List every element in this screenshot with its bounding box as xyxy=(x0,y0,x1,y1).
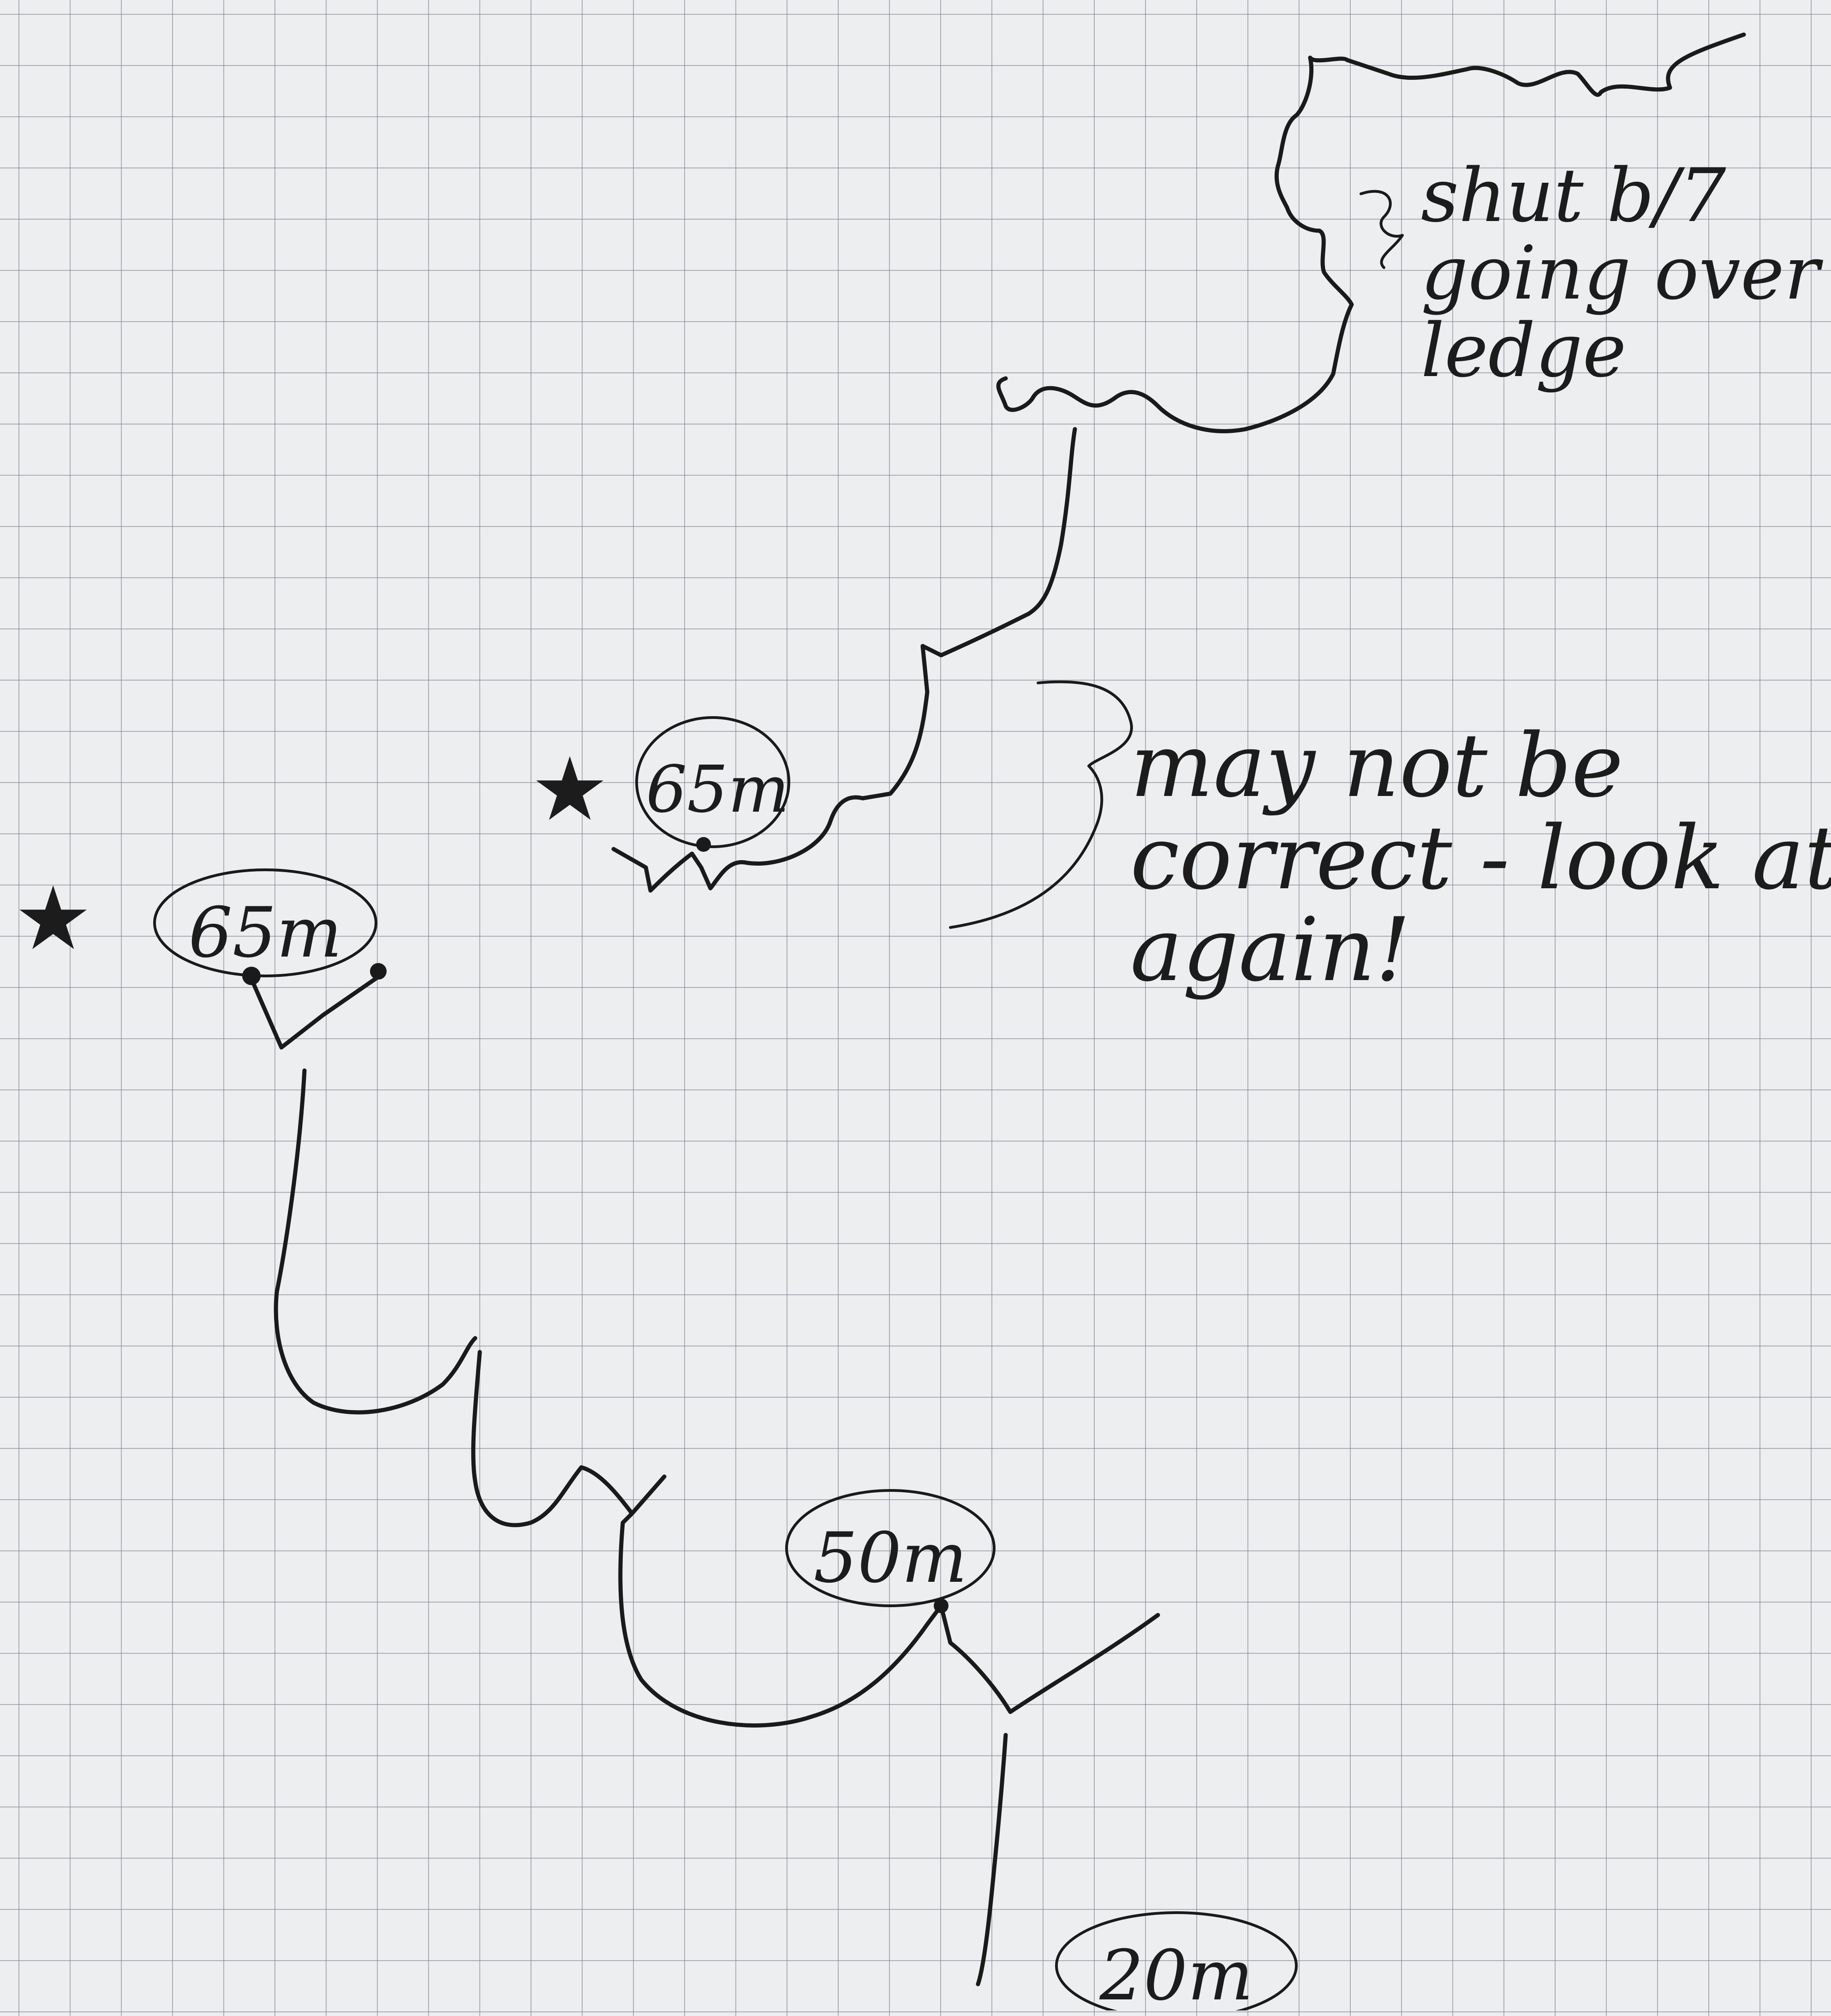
station-knot-right xyxy=(934,1598,948,1613)
passage-line-middle xyxy=(611,644,943,893)
passage-line-left xyxy=(247,971,477,1415)
depth-circle-right xyxy=(785,1489,996,1607)
note-look-at-again: may not be correct - look at again! xyxy=(1130,715,1831,1001)
passage-line-top xyxy=(939,32,1746,658)
depth-label-mid-65: 65m xyxy=(646,752,789,827)
station-knot-left xyxy=(242,967,261,985)
depth-label-right-50: 50m xyxy=(813,1518,967,1598)
depth-circle-left xyxy=(153,868,377,977)
depth-circle-mid xyxy=(635,716,790,848)
station-knot-left-2 xyxy=(370,963,387,980)
depth-label-bottom-20: 20m xyxy=(1099,1936,1253,2016)
note-going-over-ledge: shut b/7 going over ledge xyxy=(1421,152,1820,394)
brace-middle xyxy=(949,680,1133,929)
passage-line-lower xyxy=(471,1350,1160,1986)
star-icon: ★ xyxy=(14,867,93,969)
station-knot-mid xyxy=(696,837,711,852)
star-icon: ★ xyxy=(531,738,609,840)
brace-top xyxy=(1360,190,1404,269)
depth-label-left-65: 65m xyxy=(188,893,342,973)
depth-circle-bottom xyxy=(1055,1911,1298,2010)
